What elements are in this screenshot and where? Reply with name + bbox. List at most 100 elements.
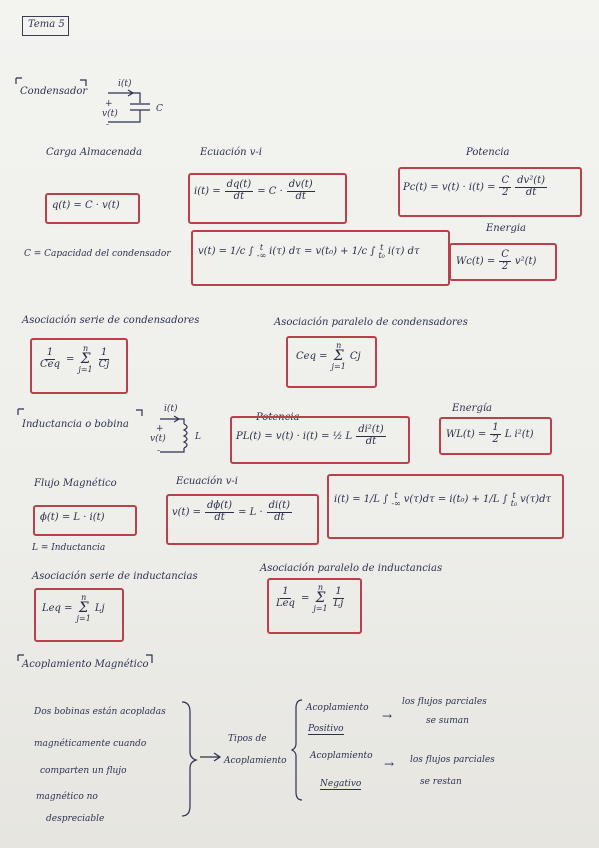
cap-series-equals: = xyxy=(65,353,75,365)
capacitor-vi-den-2: dt xyxy=(295,190,306,202)
capacitor-energy-den: 2 xyxy=(501,260,509,272)
coupling-heading: Acoplamiento Magnético xyxy=(22,659,149,670)
inductor-power-num: di²(t) xyxy=(356,424,386,437)
coupling-desc-line-1: Dos bobinas están acopladas xyxy=(34,707,166,717)
inductor-minus: - xyxy=(157,446,161,456)
capacitor-heading: Condensador xyxy=(20,86,88,97)
inductor-vi-box xyxy=(166,494,319,545)
inductor-energy-box xyxy=(439,417,552,455)
inductor-energy-frac: 1 2 xyxy=(490,422,501,445)
ind-parallel-sum-bot: j=1 xyxy=(313,603,328,613)
negative-result-line-2: se restan xyxy=(420,777,462,787)
coupling-types-line-1: Tipos de xyxy=(228,734,267,744)
ind-series-rhs: Lj xyxy=(94,602,105,614)
capacitor-vi-eq: i(t) = dq(t) dt = C · dv(t) dt xyxy=(194,179,315,202)
sigma-icon: Σ xyxy=(80,350,91,367)
capacitor-voltage-limits-2: t t₀ xyxy=(378,244,384,259)
cap-series-den-2: Cj xyxy=(98,358,110,370)
inductor-current-d: 1/L ∫ xyxy=(482,494,508,506)
capacitor-vi-lhs: i(t) = xyxy=(194,185,221,197)
inductor-vi-frac-1: dϕ(t) dt xyxy=(205,500,235,523)
capacitor-current-label: i(t) xyxy=(118,79,132,89)
inductor-current-limit-top-2: t xyxy=(512,491,516,500)
capacitor-energy-lhs: Wc(t) = xyxy=(456,255,496,267)
inductor-current-c: v(τ)dτ = i(t₀) + xyxy=(403,494,480,506)
capacitor-power-label: Potencia xyxy=(466,147,510,158)
capacitor-energy-num: C xyxy=(499,249,511,262)
ind-parallel-frac-2: 1 Lj xyxy=(332,587,346,609)
cap-series-box xyxy=(30,338,128,394)
negative-coupling-line-1: Acoplamiento xyxy=(310,751,373,761)
curly-brace-icon xyxy=(290,699,303,801)
capacitor-voltage-limit-top-1: t xyxy=(259,243,264,252)
inductor-vi-num-2: di(t) xyxy=(266,500,293,513)
title-box xyxy=(22,16,69,36)
cap-series-sum: n Σ j=1 xyxy=(78,345,92,373)
inductor-energy-rhs: L i²(t) xyxy=(504,428,534,440)
capacitor-minus: - xyxy=(106,120,110,130)
inductor-power-lhs: PL(t) = v(t) · i(t) = ½ L xyxy=(236,430,353,442)
ind-series-label: Asociación serie de inductancias xyxy=(32,571,198,582)
flux-eq-text: ϕ(t) = L · i(t) xyxy=(40,512,105,523)
cap-parallel-label: Asociación paralelo de condensadores xyxy=(274,317,468,328)
cap-parallel-sum-top: n xyxy=(336,341,342,350)
corner-bracket-icon xyxy=(136,409,143,416)
capacity-definition: C = Capacidad del condensador xyxy=(24,249,171,259)
cap-parallel-lhs: Ceq = xyxy=(296,350,328,362)
capacitor-energy-box xyxy=(449,243,557,281)
inductor-current-box xyxy=(327,474,564,539)
capacitor-voltage-a: v(t) = xyxy=(198,246,228,258)
ind-parallel-eq: 1 Leq = n Σ j=1 1 Lj xyxy=(274,584,345,612)
flux-label: Flujo Magnético xyxy=(34,478,117,489)
negative-result-line-1: los flujos parciales xyxy=(410,755,495,765)
inductor-vi-mid: = L · xyxy=(238,506,263,518)
stored-charge-label: Carga Almacenada xyxy=(46,147,143,158)
capacitor-power-eq: Pc(t) = v(t) · i(t) = C 2 dv²(t) dt xyxy=(403,175,548,198)
cap-series-eq: 1 Ceq = n Σ j=1 1 Cj xyxy=(38,345,111,373)
cap-series-sum-top: n xyxy=(82,344,89,353)
corner-bracket-icon xyxy=(17,408,24,415)
capacitor-voltage-limit-bot-1: -∞ xyxy=(256,250,267,260)
inductor-element-label: L xyxy=(195,432,201,442)
ind-parallel-den-2: Lj xyxy=(333,597,344,609)
capacitor-power-den-1: 2 xyxy=(502,186,509,198)
flux-eq-box xyxy=(33,505,137,536)
capacitor-power-num-1: C xyxy=(499,175,512,188)
cap-parallel-sum-bot: j=1 xyxy=(331,361,346,371)
capacitor-voltage-limit-top-2: t xyxy=(380,243,384,252)
charge-eq-text: q(t) = C · v(t) xyxy=(52,200,120,211)
inductor-vi-eq: v(t) = dϕ(t) dt = L · di(t) dt xyxy=(172,500,293,523)
capacitor-vi-den-1: dt xyxy=(233,190,245,202)
charge-eq-box xyxy=(45,193,140,224)
capacitor-voltage-limit-bot-2: t₀ xyxy=(378,250,385,260)
positive-arrow-icon: → xyxy=(382,709,393,723)
arrow-icon xyxy=(200,752,222,762)
positive-coupling-line-2: Positivo xyxy=(308,724,344,735)
sigma-icon: Σ xyxy=(315,589,326,606)
coupling-desc-line-2: magnéticamente cuando xyxy=(34,739,147,749)
inductor-vi-den-1: dt xyxy=(214,511,225,523)
capacitor-vi-mid: = C · xyxy=(257,185,283,197)
ind-series-sum-top: n xyxy=(81,593,87,602)
ind-series-sum: n Σ j=1 xyxy=(77,594,91,622)
inductor-vi-lhs: v(t) = xyxy=(172,506,202,518)
capacitor-energy-label: Energia xyxy=(486,223,526,234)
inductor-current-limit-bot-1: -∞ xyxy=(391,498,401,508)
coupling-types-line-2: Acoplamiento xyxy=(224,756,287,766)
cap-series-num-2: 1 xyxy=(98,347,110,360)
inductor-current-limits-2: t t₀ xyxy=(511,492,517,507)
ind-parallel-den-1: Leq xyxy=(276,597,295,609)
capacitor-vi-label: Ecuación v-i xyxy=(200,147,262,158)
ind-parallel-sum-top: n xyxy=(317,583,324,592)
coupling-desc-line-5: despreciable xyxy=(46,814,105,824)
coupling-desc-line-4: magnético no xyxy=(36,792,98,802)
ind-parallel-sum: n Σ j=1 xyxy=(313,584,327,612)
capacitor-energy-rhs: v²(t) xyxy=(514,255,537,267)
capacitor-voltage-b: 1/c ∫ xyxy=(230,246,254,258)
ind-series-box xyxy=(34,588,124,642)
positive-result-line-2: se suman xyxy=(426,716,469,726)
inductor-current-limits-1: t -∞ xyxy=(391,492,400,507)
inductor-plus: + xyxy=(156,424,164,434)
inductor-power-box xyxy=(230,416,410,464)
